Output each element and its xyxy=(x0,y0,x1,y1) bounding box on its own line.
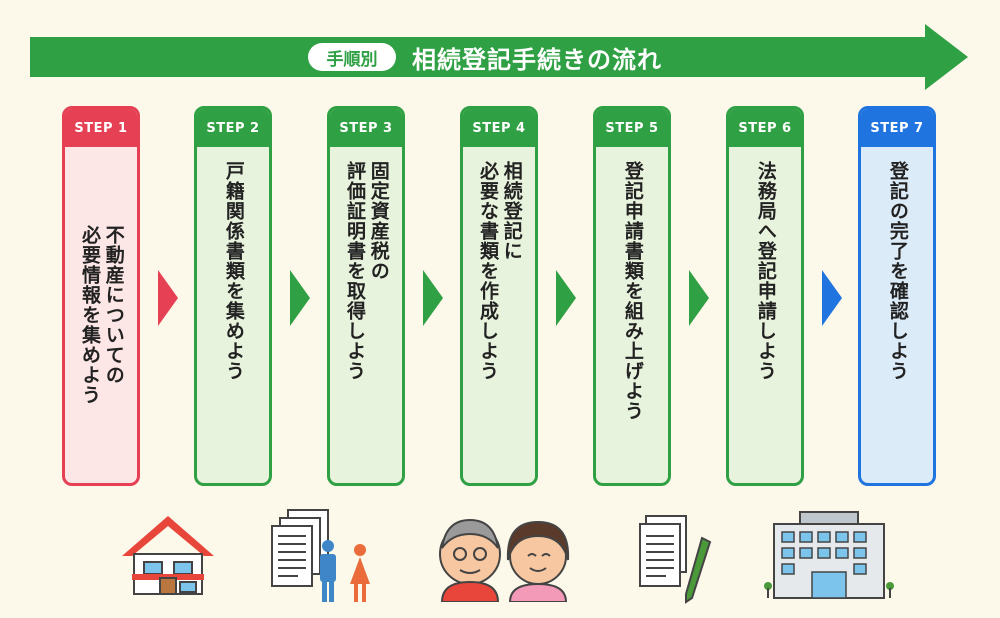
arrow-4-icon xyxy=(556,270,576,326)
step-4: STEP 4 相続登記に 必要な書類を作成しよう xyxy=(460,106,538,486)
step-4-text: 相続登記に 必要な書類を作成しよう xyxy=(477,161,523,381)
step-4-label: STEP 4 xyxy=(463,109,535,147)
elderly-couple-icon xyxy=(439,518,570,602)
step-5-label: STEP 5 xyxy=(596,109,668,147)
document-pen-icon xyxy=(639,515,712,604)
banner-pill: 手順別 xyxy=(308,43,396,71)
step-7-label: STEP 7 xyxy=(861,109,933,147)
arrow-1-icon xyxy=(158,270,178,326)
step-6-text: 法務局へ登記申請しよう xyxy=(754,161,777,381)
step-3: STEP 3 固定資産税の 評価証明書を取得しよう xyxy=(327,106,405,486)
step-7-text: 登記の完了を確認しよう xyxy=(886,161,909,381)
banner-title: 相続登記手続きの流れ xyxy=(412,45,662,74)
step-6: STEP 6 法務局へ登記申請しよう xyxy=(726,106,804,486)
arrow-3-icon xyxy=(423,270,443,326)
step-2-text: 戸籍関係書類を集めよう xyxy=(222,161,245,381)
step-1-label: STEP 1 xyxy=(65,109,137,147)
documents-family-icon xyxy=(271,509,370,602)
step-3-text: 固定資産税の 評価証明書を取得しよう xyxy=(344,161,390,381)
office-building-icon xyxy=(764,511,894,599)
step-7: STEP 7 登記の完了を確認しよう xyxy=(858,106,936,486)
arrow-5-icon xyxy=(689,270,709,326)
arrow-2-icon xyxy=(290,270,310,326)
step-5-text: 登記申請書類を組み上げよう xyxy=(621,161,644,421)
banner-arrow xyxy=(30,24,968,90)
step-2-label: STEP 2 xyxy=(197,109,269,147)
step-3-label: STEP 3 xyxy=(330,109,402,147)
step-5: STEP 5 登記申請書類を組み上げよう xyxy=(593,106,671,486)
house-icon xyxy=(122,516,214,595)
step-6-label: STEP 6 xyxy=(729,109,801,147)
step-2: STEP 2 戸籍関係書類を集めよう xyxy=(194,106,272,486)
step-1: STEP 1 不動産についての 必要情報を集めよう xyxy=(62,106,140,486)
arrow-6-icon xyxy=(822,270,842,326)
step-1-text: 不動産についての 必要情報を集めよう xyxy=(79,225,125,405)
